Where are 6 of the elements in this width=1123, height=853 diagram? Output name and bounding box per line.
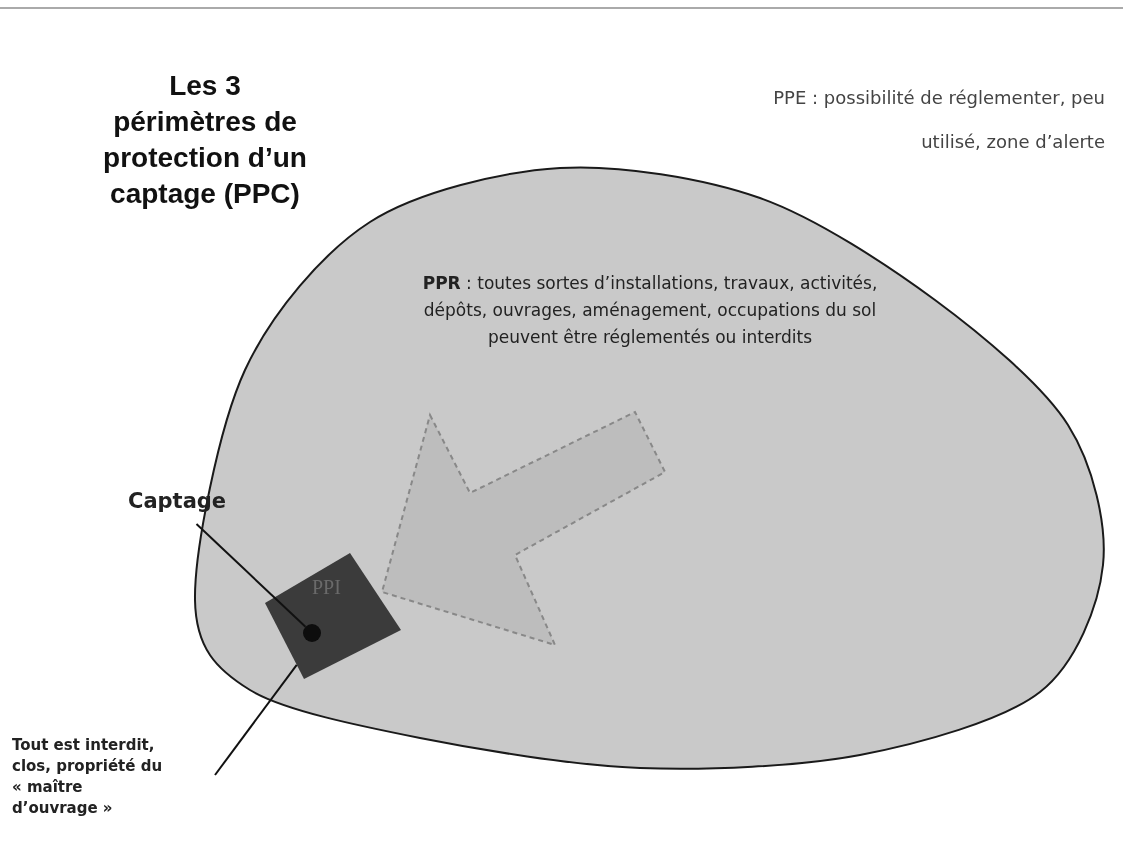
zone-note: PPE : possibilité de réglementer, peu utilisé, zone d’alerte — [772, 86, 1105, 154]
title: Les 3 périmètres de protection d’un captage (PPC) — [102, 69, 308, 211]
zone-description: PPR : toutes sortes d’installations, travaux, activités, dépôts, ouvrages, aménagement, occupations du sol peuvent être réglementés ou interdits — [421, 272, 879, 349]
leader-line — [214, 663, 298, 776]
water-well-dot — [302, 623, 322, 643]
callout-text: Tout est interdit, clos, propriété du « maître d’ouvrage » — [12, 735, 172, 845]
